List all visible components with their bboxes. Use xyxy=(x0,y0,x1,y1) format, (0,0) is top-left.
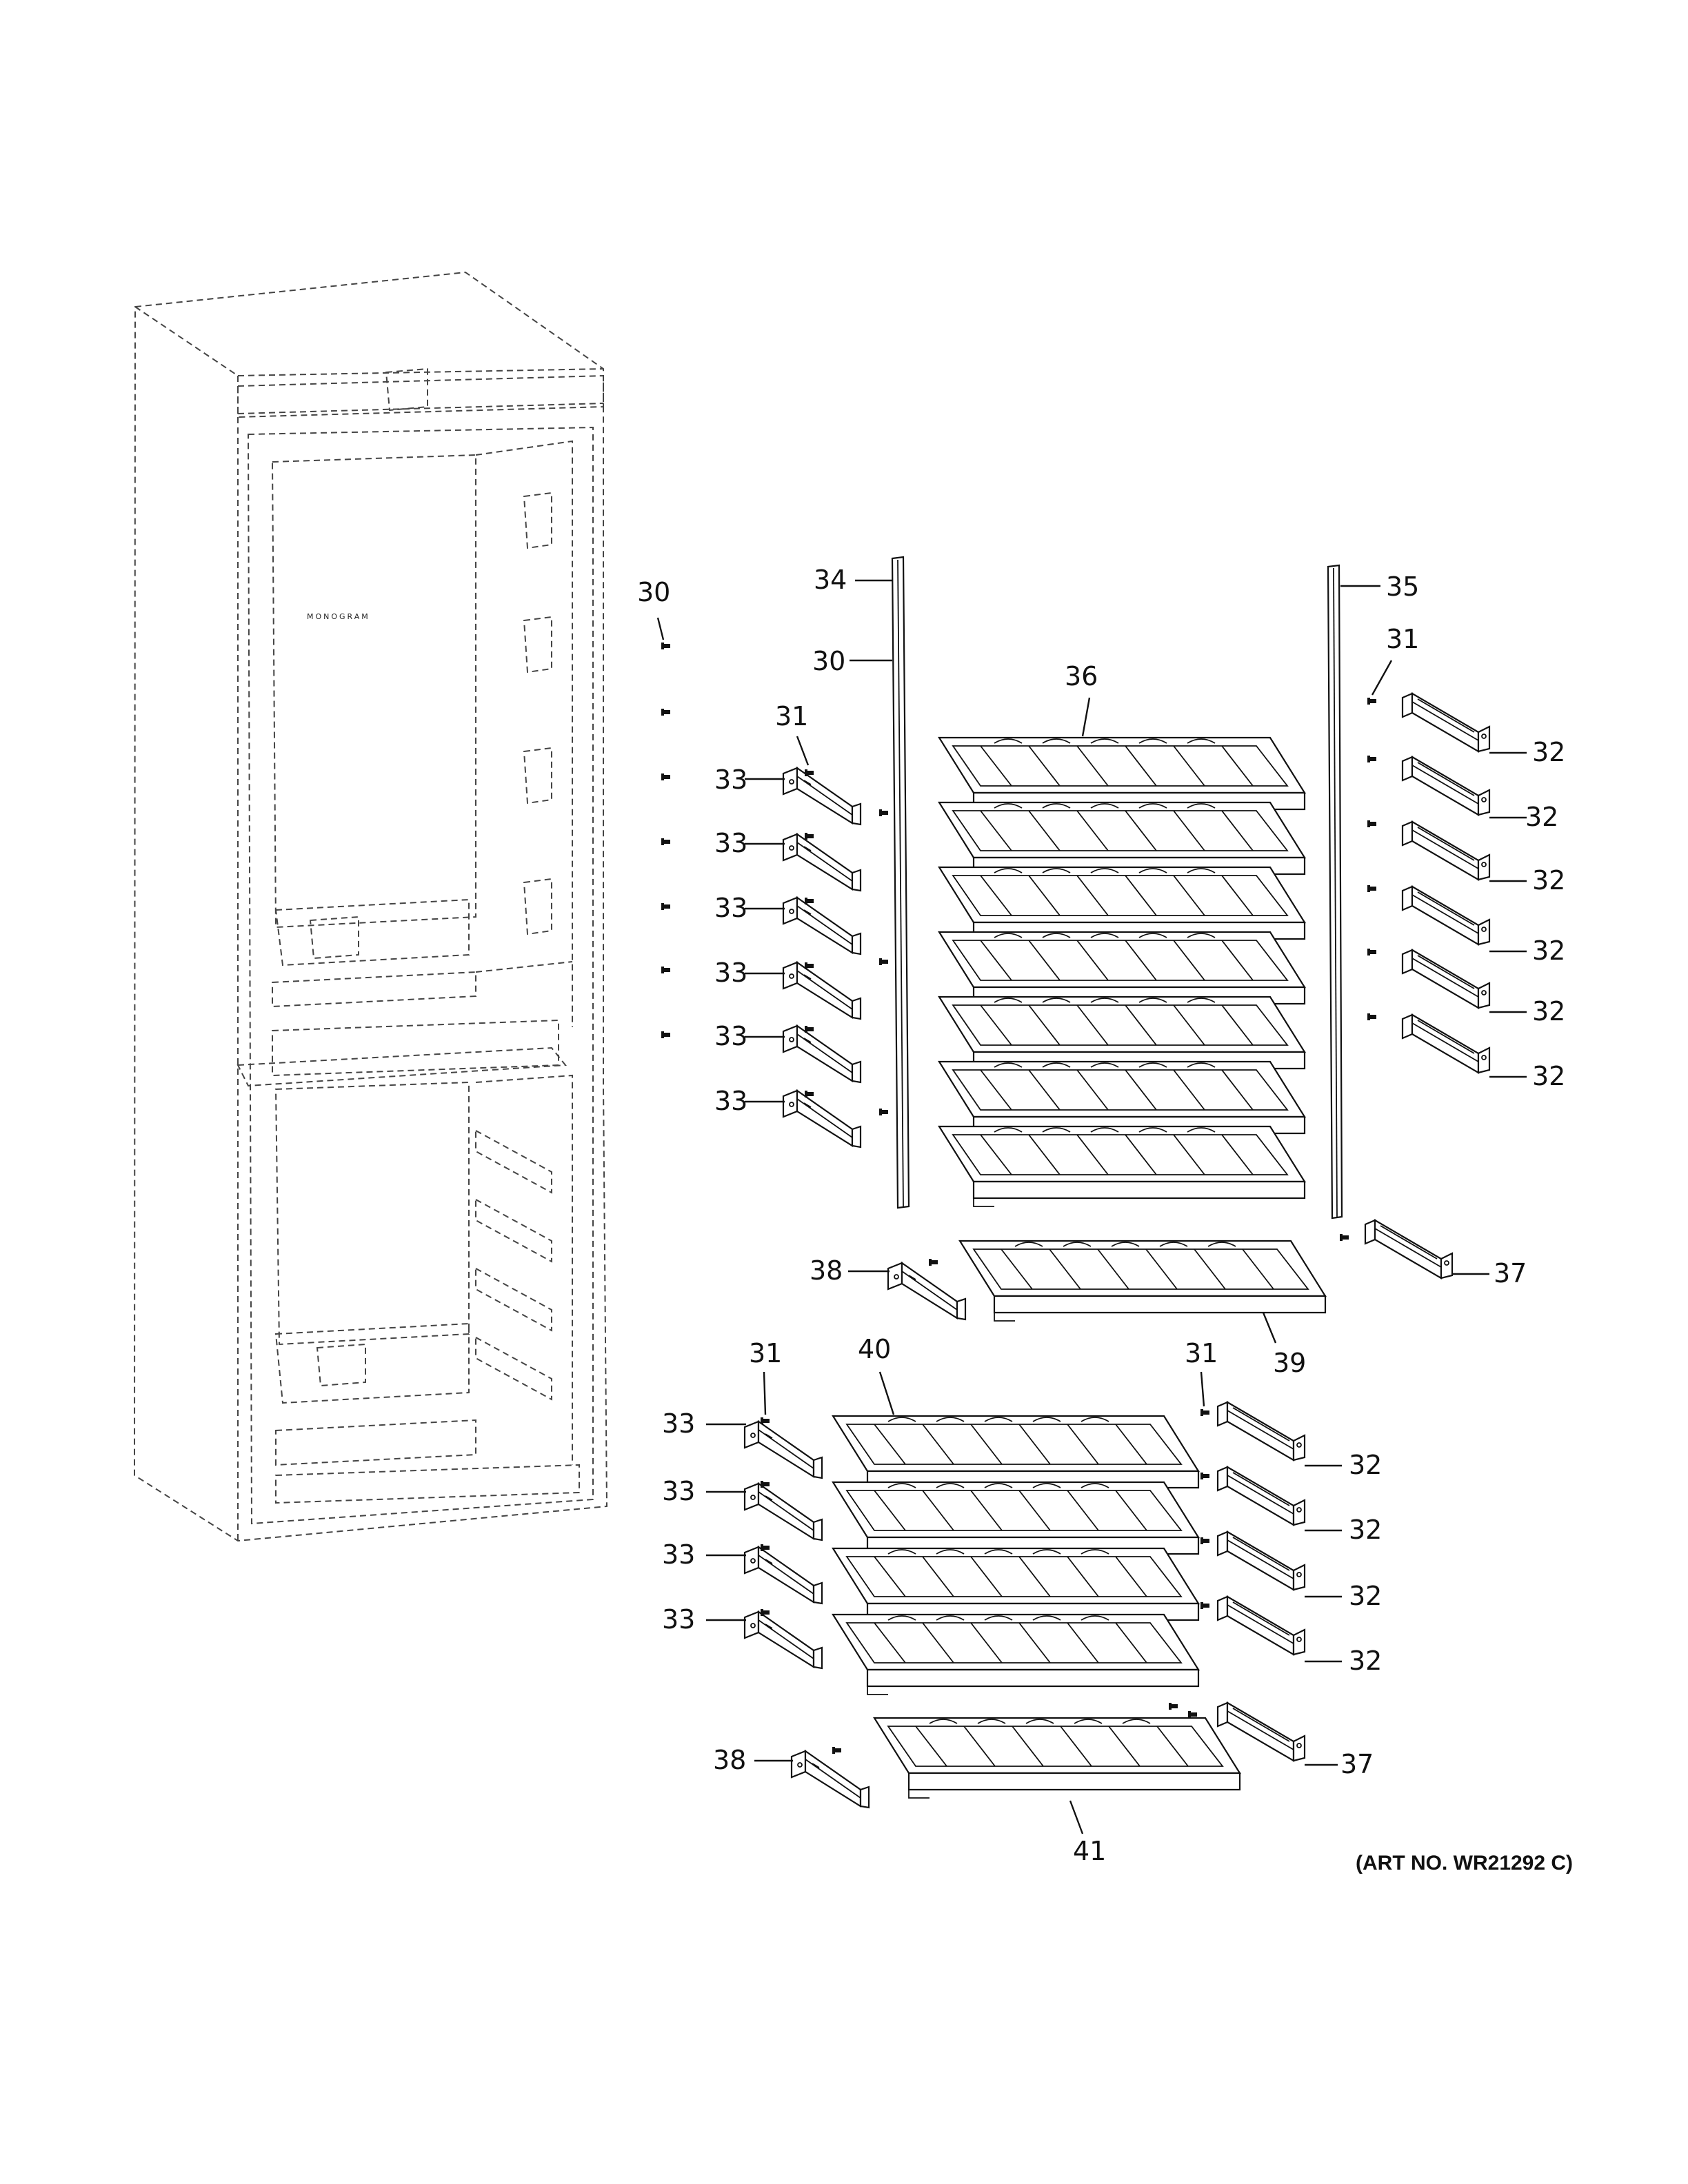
callout-labels: 30 34 30 35 31 31 36 33 33 33 33 33 33 3… xyxy=(637,565,1565,1866)
callout-32: 32 xyxy=(1349,1515,1382,1545)
callout-33: 33 xyxy=(714,958,747,988)
screw-column-rail-34 xyxy=(879,809,888,1115)
callout-33: 33 xyxy=(714,765,747,795)
callout-31: 31 xyxy=(1386,624,1419,654)
screw-38-lower xyxy=(832,1747,841,1754)
callout-32: 32 xyxy=(1525,802,1558,832)
bracket-37-lower xyxy=(1216,1701,1306,1762)
refrigerator-cabinet-outline xyxy=(133,271,608,1542)
leader-lines xyxy=(656,579,1527,1834)
callout-32: 32 xyxy=(1532,996,1565,1027)
callout-32: 32 xyxy=(1349,1581,1382,1611)
screw-37-upper xyxy=(1340,1234,1349,1241)
monogram-brand-label: MONOGRAM xyxy=(307,612,370,621)
callout-32: 32 xyxy=(1532,865,1565,896)
bracket-38-lower xyxy=(790,1750,870,1809)
callout-31: 31 xyxy=(749,1338,782,1368)
shelf-stack-lower xyxy=(832,1415,1200,1696)
callout-33: 33 xyxy=(714,1086,747,1116)
callout-37: 37 xyxy=(1494,1258,1527,1288)
callout-30: 30 xyxy=(637,577,670,607)
bracket-group-32-lower xyxy=(1216,1401,1306,1656)
callout-32: 32 xyxy=(1349,1646,1382,1676)
callout-32: 32 xyxy=(1532,1061,1565,1091)
screw-37-lower-b xyxy=(1188,1711,1197,1718)
art-number: (ART NO. WR21292 C) xyxy=(1356,1852,1573,1874)
callout-32: 32 xyxy=(1532,936,1565,966)
callout-33: 33 xyxy=(662,1408,695,1439)
rail-right-35 xyxy=(1327,564,1343,1220)
callout-32: 32 xyxy=(1532,737,1565,767)
shelf-39 xyxy=(958,1240,1327,1322)
screw-38-upper xyxy=(929,1259,938,1266)
callout-36: 36 xyxy=(1065,661,1098,691)
callout-38: 38 xyxy=(810,1255,843,1286)
callout-33: 33 xyxy=(662,1476,695,1506)
callout-31: 31 xyxy=(775,701,808,731)
bracket-group-33-upper xyxy=(782,767,862,1149)
callout-33: 33 xyxy=(714,828,747,858)
screw-column-30 xyxy=(661,643,670,1038)
callout-38: 38 xyxy=(713,1745,746,1775)
callout-34: 34 xyxy=(814,565,847,595)
bracket-37-upper xyxy=(1364,1219,1454,1280)
callout-30: 30 xyxy=(812,646,845,676)
callout-31: 31 xyxy=(1185,1338,1218,1368)
screw-column-31-lower-right xyxy=(1200,1409,1209,1609)
bracket-38-upper xyxy=(887,1262,967,1321)
callout-35: 35 xyxy=(1386,572,1419,602)
bracket-group-33-lower xyxy=(743,1420,823,1670)
shelf-stack-upper xyxy=(938,736,1306,1208)
bracket-group-32-upper xyxy=(1401,692,1491,1074)
callout-39: 39 xyxy=(1273,1348,1306,1378)
callout-33: 33 xyxy=(714,1021,747,1051)
rail-left-34 xyxy=(891,556,910,1209)
callout-37: 37 xyxy=(1340,1749,1374,1779)
screw-37-lower-a xyxy=(1169,1703,1178,1710)
callout-41: 41 xyxy=(1073,1836,1106,1866)
screw-column-31-upper-right xyxy=(1367,698,1376,1020)
callout-33: 33 xyxy=(662,1539,695,1570)
callout-40: 40 xyxy=(858,1334,891,1364)
callout-33: 33 xyxy=(662,1604,695,1635)
shelf-41 xyxy=(873,1717,1241,1799)
callout-33: 33 xyxy=(714,893,747,923)
callout-32: 32 xyxy=(1349,1450,1382,1480)
